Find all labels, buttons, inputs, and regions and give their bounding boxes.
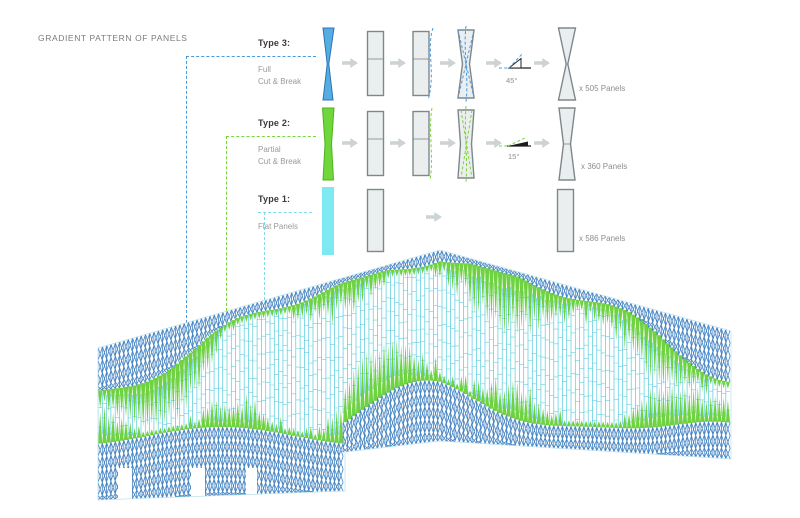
leader-line-type2-vertical — [226, 136, 227, 311]
type2-result-panel-icon — [558, 107, 576, 181]
angle-15-icon — [499, 136, 531, 147]
type3-count: x 505 Panels — [579, 84, 626, 93]
type3-step-flat-panel — [366, 30, 385, 97]
type2-desc-line2: Cut & Break — [258, 157, 302, 166]
type3-blue-panel-icon — [322, 27, 335, 101]
type2-step-break-panel — [457, 106, 475, 182]
arrow-right-icon — [534, 138, 550, 148]
type3-desc-line2: Cut & Break — [258, 77, 302, 86]
angle-45-label: 45° — [506, 76, 518, 85]
arrow-right-icon — [342, 58, 358, 68]
type2-step-flat-panel — [366, 110, 385, 177]
arrow-right-icon — [390, 58, 406, 68]
leader-line-type1-vertical — [264, 212, 265, 300]
type3-desc-line1: Full — [258, 65, 271, 74]
arrow-right-icon — [534, 58, 550, 68]
leader-line-type3-horizontal — [186, 56, 316, 57]
type1-desc-line1: Flat Panels — [258, 222, 299, 231]
type2-label: Type 2: — [258, 118, 291, 128]
type3-step-cut-line-panel — [412, 28, 434, 100]
type1-result-panel-icon — [556, 188, 575, 253]
type3-step-break-panel — [457, 26, 475, 102]
arrow-right-icon — [390, 138, 406, 148]
type1-count: x 586 Panels — [579, 234, 626, 243]
type2-step-cut-line-panel — [412, 108, 433, 180]
arrow-right-icon — [486, 58, 502, 68]
arrow-right-icon — [440, 58, 456, 68]
arrow-right-icon — [486, 138, 502, 148]
type1-label: Type 1: — [258, 194, 291, 204]
leader-line-type1-horizontal — [258, 212, 312, 213]
leader-line-type3-vertical — [186, 56, 187, 323]
type2-green-panel-icon — [321, 107, 335, 181]
type2-count: x 360 Panels — [581, 162, 628, 171]
page-title: GRADIENT PATTERN OF PANELS — [38, 33, 188, 43]
leader-line-type2-horizontal — [226, 136, 316, 137]
type3-result-panel-icon — [557, 27, 577, 101]
arrow-right-icon — [440, 138, 456, 148]
type2-desc-line1: Partial — [258, 145, 281, 154]
type3-label: Type 3: — [258, 38, 291, 48]
type1-cyan-panel-icon — [322, 187, 334, 255]
arrow-right-icon — [426, 212, 442, 222]
angle-45-icon — [499, 52, 531, 69]
arrow-right-icon — [342, 138, 358, 148]
angle-15-label: 15° — [508, 152, 520, 161]
type1-step-flat-panel — [366, 188, 385, 253]
